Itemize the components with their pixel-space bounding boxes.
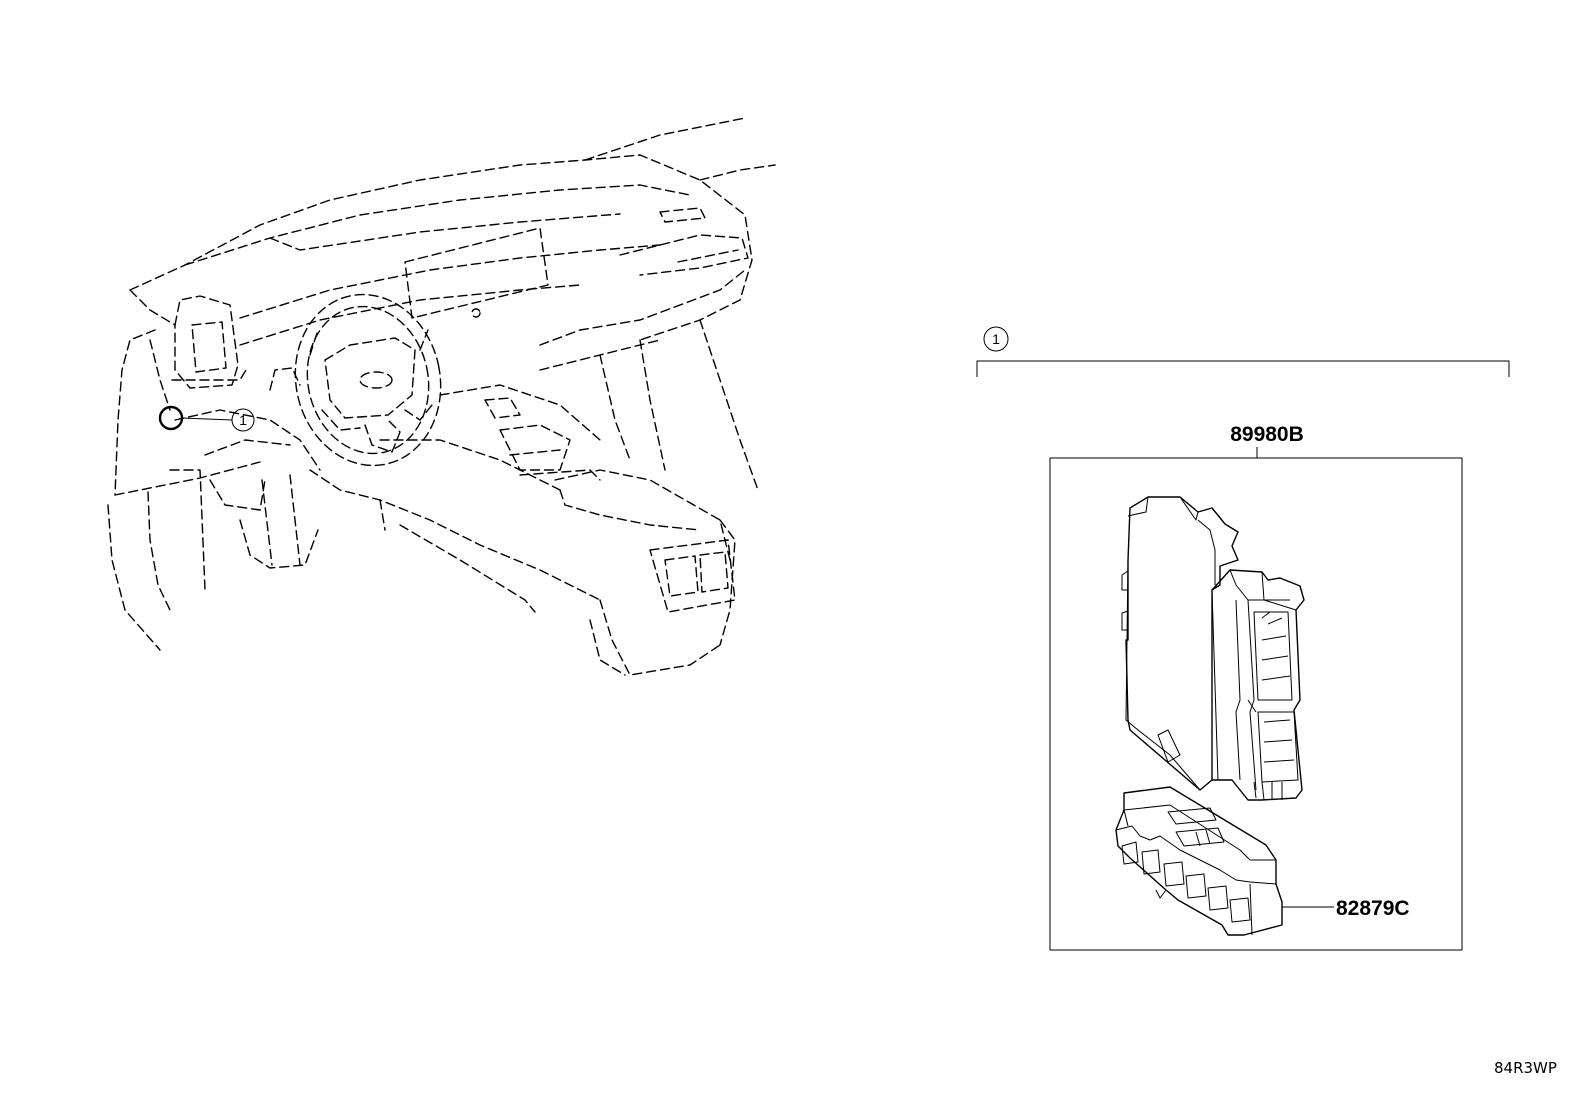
part-detail-frame [1049,457,1463,951]
assembly-bracket: 1 [976,326,1510,377]
callout-number-left: 1 [239,412,247,428]
callout-badge-right [983,326,1009,352]
callout-badge-left [231,408,255,432]
part-box: 89980B [1049,423,1463,951]
dashboard-illustration: 1 [107,117,776,676]
callout-number-right: 1 [992,331,1000,347]
connector-block [1115,786,1283,936]
connector-part-number-label: 82879C [1336,897,1410,920]
figure-code: 84R3WP [1494,1059,1557,1077]
ecu-part-number-label: 89980B [1230,423,1304,446]
body-ecu-module [1121,496,1305,801]
ecu-location-marker [158,405,184,431]
